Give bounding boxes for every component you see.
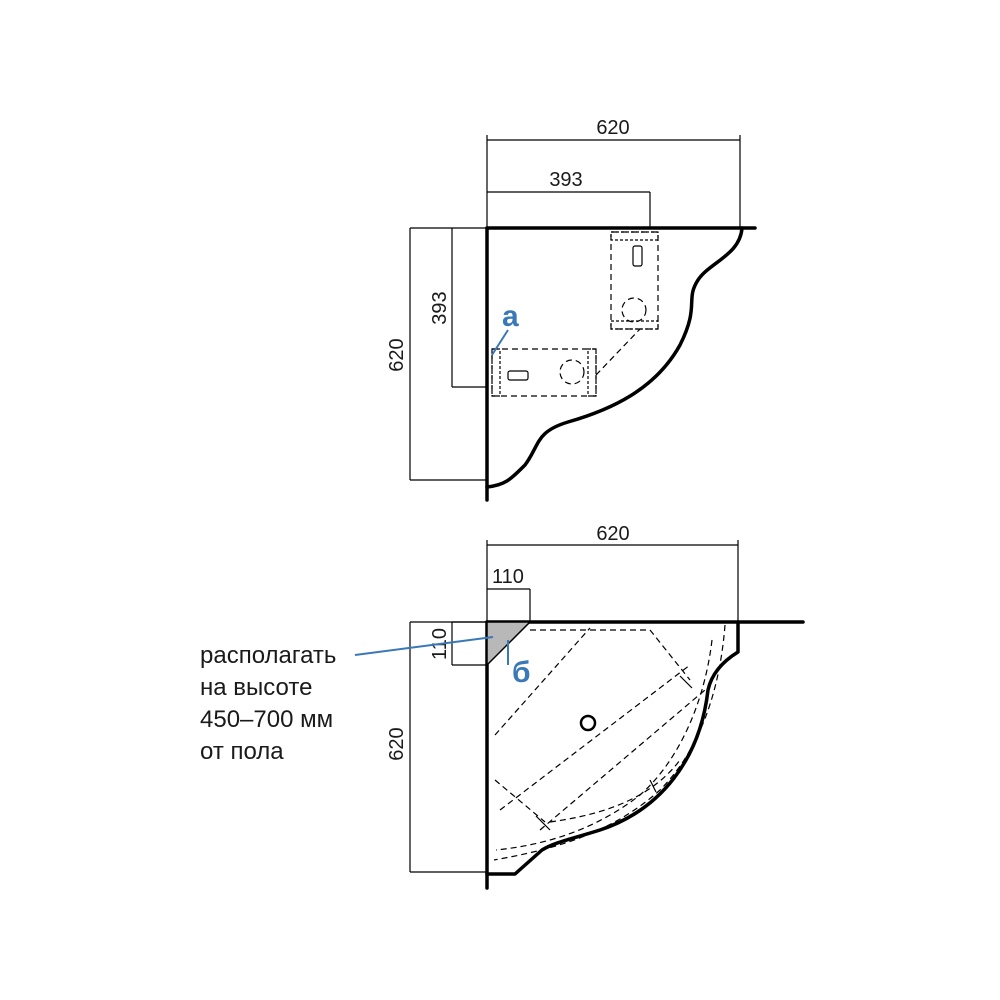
- basin-left-edge: [494, 779, 546, 823]
- fixing-mark-1: [535, 815, 551, 831]
- top-view: 620 393 620 393: [386, 117, 757, 502]
- note-line-2: на высоте: [200, 674, 312, 701]
- top-dim-width: 620: [486, 117, 741, 228]
- top-dim-width-label: 620: [596, 117, 629, 139]
- bottom-cabinet-outline: [485, 620, 740, 876]
- bottom-dim-width-label: 620: [596, 523, 629, 545]
- bottom-view: 620 110 110 620 б: [354, 523, 805, 890]
- bottom-dim-height: 620: [386, 621, 487, 873]
- height-note: располагать на высоте 450–700 мм от пола: [200, 642, 336, 765]
- drain-hole: [579, 714, 597, 732]
- hinge-upper: [610, 231, 659, 330]
- marker-a-leader: [491, 329, 509, 356]
- top-dim-height: 620: [386, 227, 487, 481]
- bottom-dim-corner-width: 110: [487, 566, 531, 622]
- basin-diagonal-3: [539, 689, 706, 831]
- fixing-mark-3: [649, 779, 657, 793]
- top-dim-inner-width-label: 393: [549, 169, 582, 191]
- basin-outline-outer: [493, 624, 726, 861]
- bottom-dim-height-label: 620: [386, 727, 408, 760]
- hinge-lower: [491, 348, 597, 397]
- marker-a-label: а: [502, 300, 519, 333]
- top-dim-inner-height-label: 393: [429, 291, 451, 324]
- note-line-1: располагать: [200, 642, 336, 669]
- note-line-3: 450–700 мм: [200, 706, 333, 733]
- note-leader: [354, 636, 494, 656]
- bottom-dim-width: 620: [486, 523, 739, 622]
- hinge-connector: [595, 328, 641, 376]
- note-line-4: от пола: [200, 738, 284, 765]
- fixing-mark-2: [679, 675, 693, 689]
- top-dim-inner-height: 393: [429, 228, 487, 388]
- basin-diagonal-upper: [530, 629, 691, 681]
- bottom-dim-corner-width-label: 110: [492, 566, 524, 588]
- basin-bottom-arc: [549, 759, 681, 823]
- top-dim-height-label: 620: [386, 338, 408, 371]
- top-dim-inner-width: 393: [487, 169, 651, 228]
- marker-b-label: б: [512, 656, 531, 689]
- basin-diagonal-1: [494, 627, 591, 736]
- top-cabinet-outline: [485, 226, 744, 489]
